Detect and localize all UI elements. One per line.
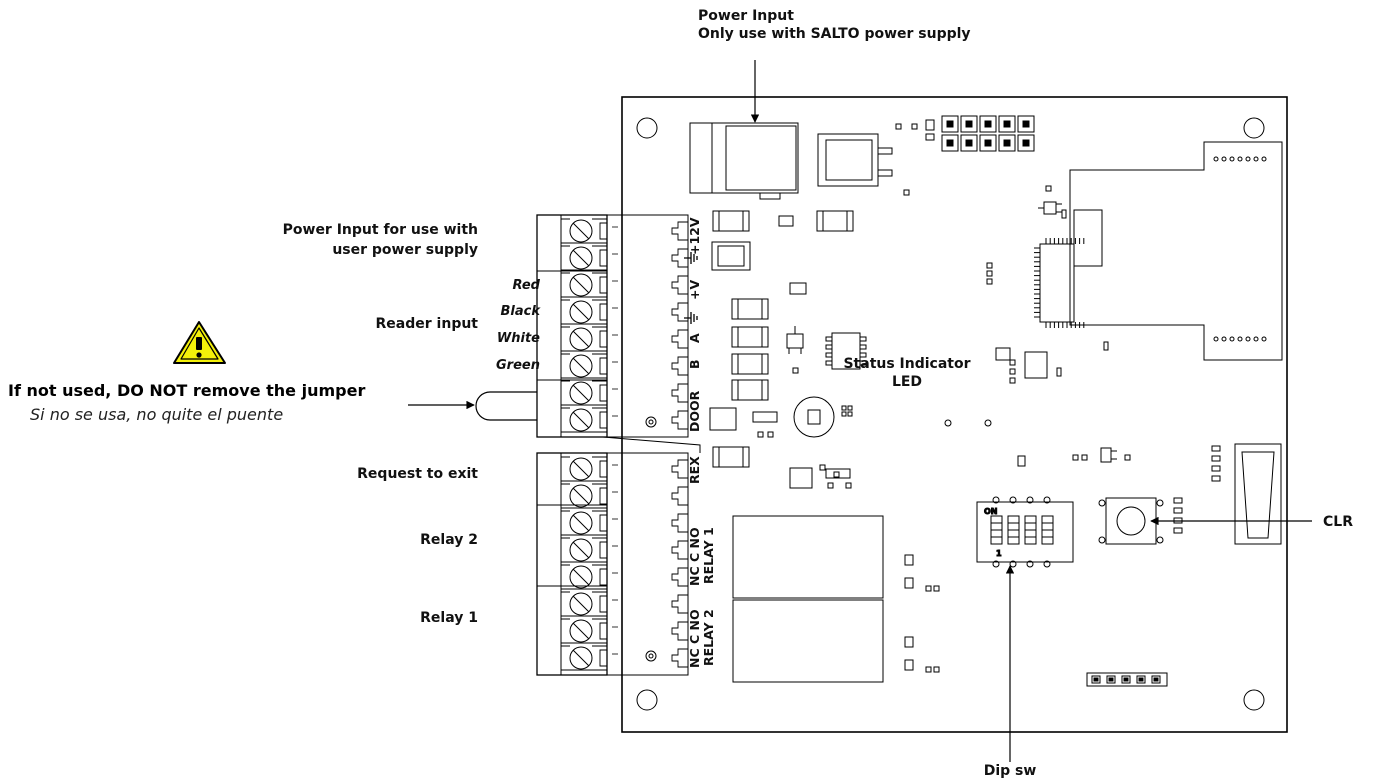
transistors xyxy=(786,201,1117,463)
user-power-line1: Power Input for use with xyxy=(282,222,478,238)
wire-white: White xyxy=(496,331,540,346)
mounting-hole-top-right xyxy=(1243,117,1265,139)
pin-label-12v: +12V xyxy=(687,217,702,255)
smd-pads xyxy=(757,119,1221,673)
warning-triangle-icon xyxy=(173,321,226,364)
power-jack xyxy=(689,122,799,200)
terminal-block-lower xyxy=(536,452,608,676)
pin-label-relay2-row: NC C NO xyxy=(687,609,702,668)
dip-one-label: 1 xyxy=(996,549,1002,558)
mounting-hole-bottom-right xyxy=(1243,689,1265,711)
relay-1-body xyxy=(732,515,884,599)
module-pads-top xyxy=(1213,156,1267,162)
relay-2-label: Relay 2 xyxy=(420,532,478,548)
soic-chip xyxy=(825,332,867,370)
dip-sw-label: Dip sw xyxy=(983,763,1037,779)
smd-diodes xyxy=(711,210,854,468)
dip-on-label: ON xyxy=(984,507,998,516)
power-input-title: Power Input xyxy=(698,8,794,24)
power-input-note: Only use with SALTO power supply xyxy=(698,26,971,42)
pin-label-relay1: RELAY 1 xyxy=(701,527,716,584)
status-indicator-line2: LED xyxy=(891,374,923,390)
dip-levers xyxy=(990,496,1054,568)
wire-red: Red xyxy=(512,278,541,293)
pin-labels: +12V +V A B DOOR REX NC C NO RELAY 1 NC … xyxy=(684,217,716,668)
jumper-warning-text-es: Si no se usa, no quite el puente xyxy=(30,405,284,424)
dip-switch: ON 1 xyxy=(976,496,1074,568)
pin-label-relay1-row: NC C NO xyxy=(687,527,702,586)
request-to-exit-label: Request to exit xyxy=(357,466,478,482)
status-led xyxy=(793,396,835,438)
pin-label-relay2: RELAY 2 xyxy=(701,609,716,666)
pin-label-b: B xyxy=(687,359,702,369)
pcb-board xyxy=(621,96,1288,733)
misc-components xyxy=(709,407,851,489)
terminal-blocks xyxy=(536,214,701,676)
relay-2-body xyxy=(732,599,884,683)
pin-label-door: DOOR xyxy=(687,390,702,432)
bottom-header xyxy=(1086,672,1168,687)
pin-label-a: A xyxy=(687,333,702,343)
relay-1-label: Relay 1 xyxy=(420,610,478,626)
wire-black: Black xyxy=(500,304,541,319)
mounting-hole-bottom-left xyxy=(636,689,658,711)
pin-label-vplus: +V xyxy=(687,280,702,300)
mounting-hole-top-left xyxy=(636,117,658,139)
pin-label-rex: REX xyxy=(687,456,702,484)
voltage-regulator xyxy=(817,133,893,187)
relays xyxy=(732,515,884,683)
pcb-outline xyxy=(621,96,1288,733)
wireless-module xyxy=(1069,141,1283,361)
terminal-teeth xyxy=(599,221,688,668)
jumper-loop xyxy=(475,391,537,421)
side-connector xyxy=(1234,443,1282,545)
module-pads-bottom xyxy=(1213,336,1267,342)
callout-arrows xyxy=(408,60,1312,762)
jumper-warning-text: If not used, DO NOT remove the jumper xyxy=(8,381,366,400)
terminal-screws xyxy=(561,218,607,671)
pin-header-top xyxy=(941,115,1035,152)
wire-green: Green xyxy=(496,358,540,373)
clr-button xyxy=(1098,497,1164,545)
reader-input-label: Reader input xyxy=(375,316,478,332)
microcontroller xyxy=(1034,238,1085,328)
clr-label: CLR xyxy=(1323,514,1353,530)
user-power-line2: user power supply xyxy=(332,242,478,258)
relay-diodes xyxy=(904,554,914,671)
terminal-block-upper xyxy=(536,214,608,438)
status-indicator-line1: Status Indicator xyxy=(843,356,971,372)
